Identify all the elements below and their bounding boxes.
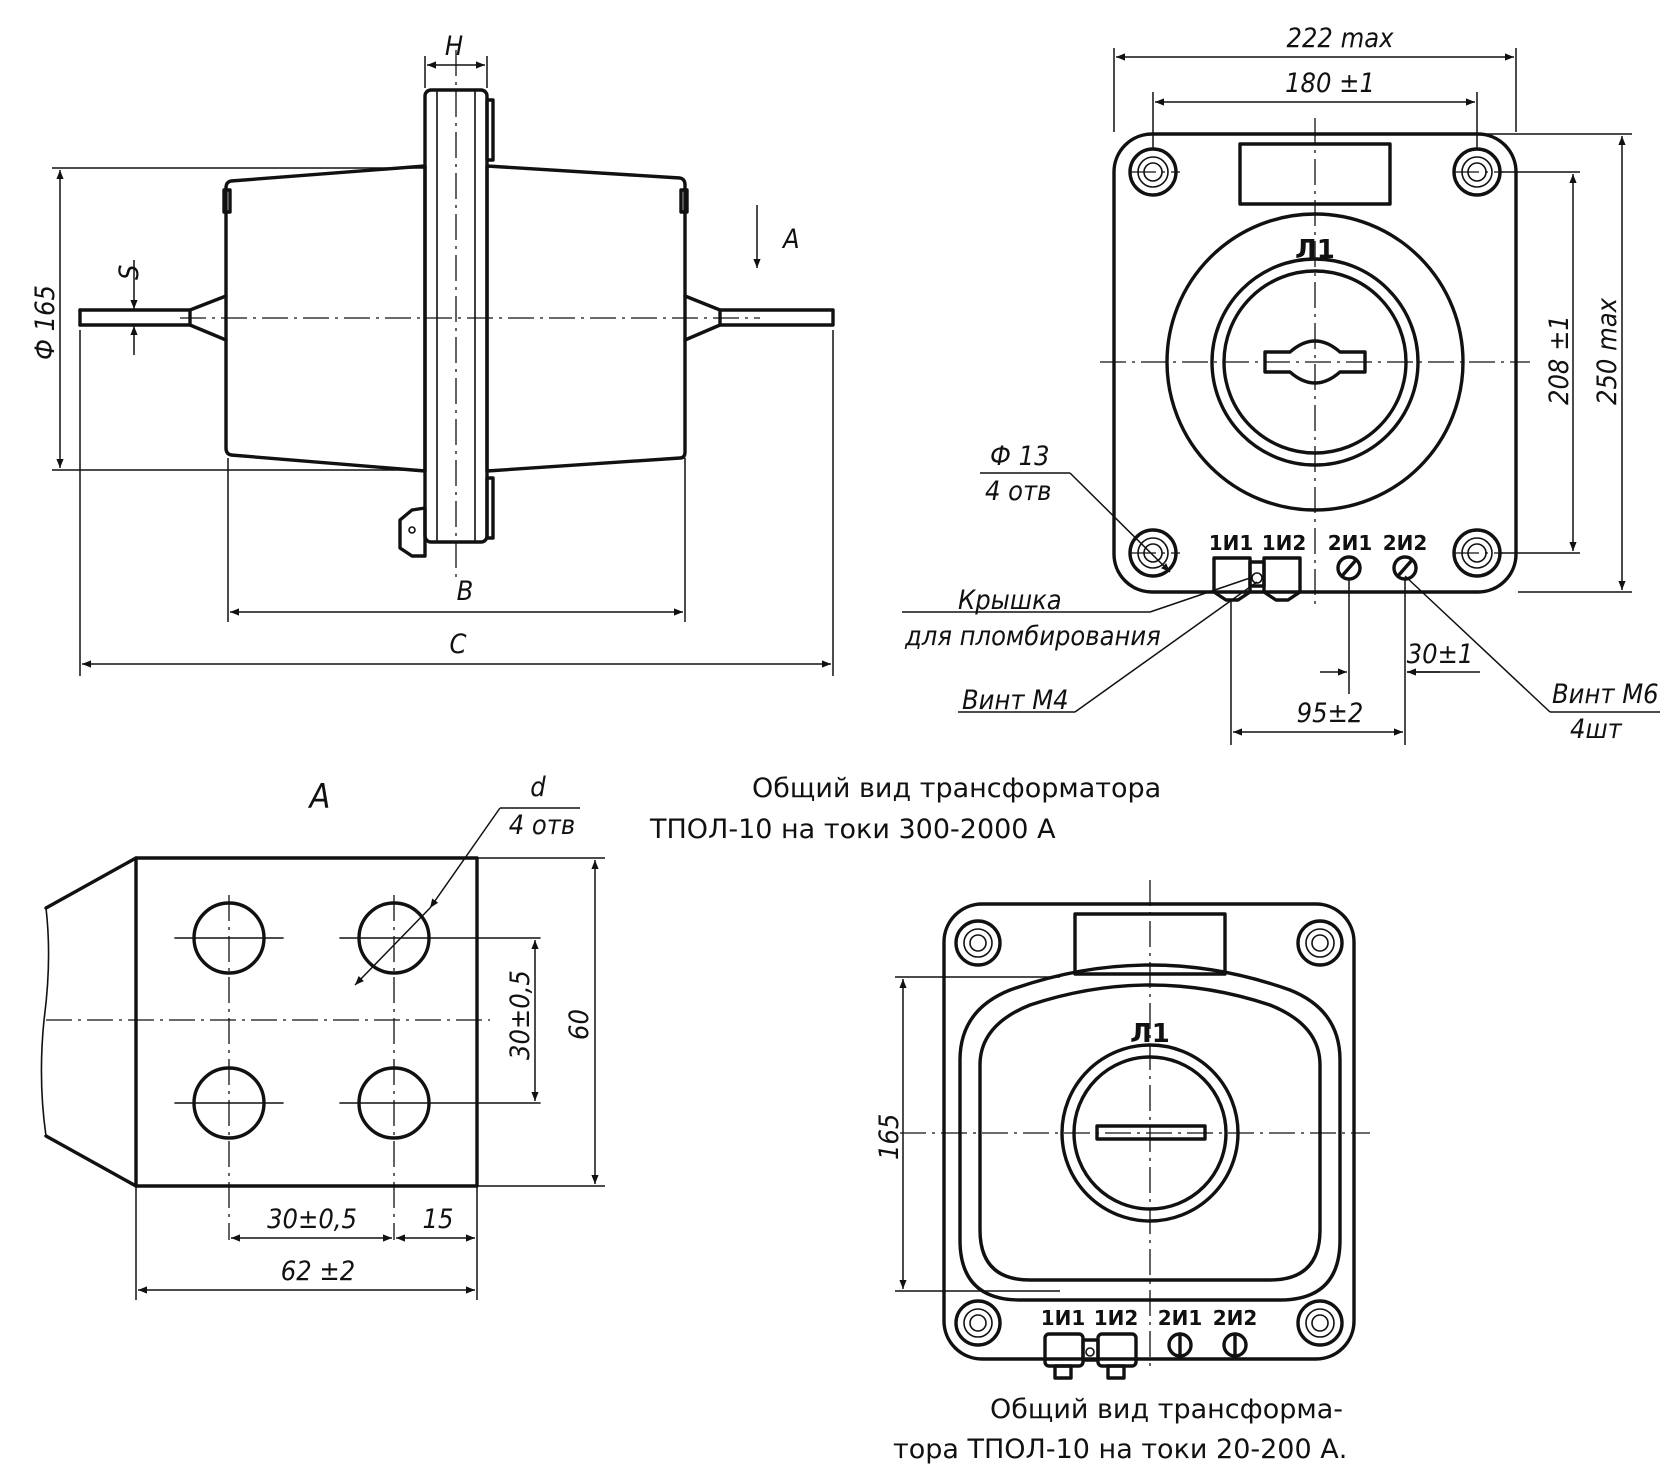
- small-plate: [942, 902, 1356, 1361]
- view-a: A d 4 отв 30±0,5 60 30±0,5 15: [40, 772, 605, 1300]
- seal-clamp: [398, 506, 427, 558]
- busbar-plate: [134, 856, 479, 1188]
- small-bolt-tr: [1296, 919, 1344, 967]
- dim-height-holes: 208 ±1: [1544, 315, 1575, 405]
- screw-m6-2i1-icon: [1336, 555, 1362, 581]
- small-body-inner: [978, 983, 1322, 1282]
- term-2i2: 2И2: [1383, 531, 1428, 555]
- term-2i1: 2И1: [1328, 531, 1373, 555]
- cover-label-2: для пломбирования: [904, 621, 1161, 652]
- small-term-1i2: 1И2: [1094, 1306, 1139, 1330]
- dim-width-max: 222 max: [1287, 23, 1395, 54]
- dim-c-label: C: [450, 629, 467, 660]
- dim-62: 62 ±2: [281, 1256, 355, 1287]
- dim-h-label: H: [445, 31, 463, 62]
- small-term-2i1: 2И1: [1158, 1306, 1203, 1330]
- seal-cover: [1248, 560, 1266, 588]
- dim-95: 95±2: [1297, 698, 1364, 729]
- hole-count-label: 4 отв: [985, 476, 1052, 507]
- dim-diameter-label: Ф 165: [30, 285, 61, 360]
- dim-30-vertical: 30±0,5: [505, 970, 536, 1060]
- screw-m6-count: 4шт: [1570, 714, 1623, 745]
- small-screw-2i1-icon: [1167, 1332, 1193, 1358]
- caption-2-line1: Общий вид трансформа-: [990, 1394, 1343, 1425]
- side-view: Ф 165 S H A B C: [30, 31, 835, 676]
- front-view: Л1 1И1 1И2 2И1 2И2 222 max 180 ±1 208 ±1: [902, 23, 1660, 745]
- dim-165: 165: [874, 1114, 905, 1160]
- screw-m6-2i2-icon: [1392, 555, 1418, 581]
- break-line: [40, 907, 50, 1137]
- term-1i2: 1И2: [1262, 531, 1307, 555]
- screw-m4-label: Винт М4: [962, 685, 1069, 716]
- dim-holes-spacing: 180 ±1: [1285, 68, 1375, 99]
- small-bolt-br: [1296, 1299, 1344, 1347]
- dim-30: 30±1: [1407, 639, 1474, 670]
- small-term-2i2: 2И2: [1213, 1306, 1258, 1330]
- dim-s-label: S: [114, 265, 145, 280]
- dim-60: 60: [564, 1009, 595, 1040]
- body-right-half: [485, 164, 687, 473]
- screw-m4-icon: [1251, 572, 1263, 584]
- small-bolt-bl: [954, 1299, 1002, 1347]
- screw-m6-label: Винт М6: [1552, 679, 1659, 710]
- small-terminal-1i2: [1096, 1332, 1138, 1368]
- term-1i1: 1И1: [1209, 531, 1254, 555]
- caption-1-line1: Общий вид трансформатора: [752, 773, 1161, 804]
- terminal-block-1i2: [1262, 556, 1302, 602]
- dim-d-label: d: [530, 772, 546, 803]
- body-left-half: [224, 164, 427, 473]
- primary-conductor: [1263, 339, 1367, 385]
- busbar-right: [683, 294, 835, 342]
- cover-label-1: Крышка: [958, 585, 1062, 616]
- dim-b-label: B: [457, 576, 474, 607]
- small-term-1i1: 1И1: [1041, 1306, 1086, 1330]
- dim-height-max: 250 max: [1592, 297, 1623, 405]
- dim-30-horizontal: 30±0,5: [267, 1204, 357, 1235]
- small-view: Л1 165 1И1 1И2 2И1 2И2: [874, 880, 1370, 1380]
- view-a-title: A: [308, 777, 331, 817]
- small-body-outer: [958, 963, 1342, 1302]
- hole-dia-label: Ф 13: [990, 441, 1050, 472]
- small-terminal-1i1: [1043, 1332, 1085, 1368]
- small-bolt-tl: [954, 919, 1002, 967]
- terminal-block-1i1: [1212, 556, 1252, 602]
- dim-15: 15: [423, 1204, 454, 1235]
- view-a-hole-count: 4 отв: [509, 810, 576, 841]
- view-arrow-a-label: A: [781, 224, 800, 255]
- caption-1-line2: ТПОЛ-10 на токи 300-2000 А: [649, 814, 1056, 845]
- caption-2-line2: тора ТПОЛ-10 на токи 20-200 А.: [893, 1434, 1347, 1465]
- busbar-taper: [44, 856, 138, 1188]
- small-screw-2i2-icon: [1222, 1332, 1248, 1358]
